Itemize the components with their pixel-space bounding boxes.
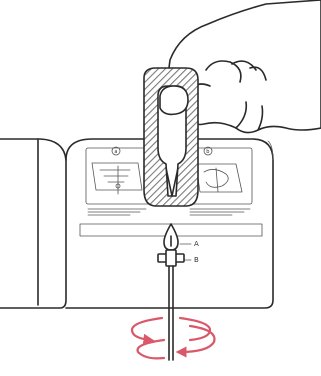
cartridge-holder-icon xyxy=(144,68,198,206)
panel-a-marker: a xyxy=(114,149,117,155)
panel-b-marker: b xyxy=(206,149,209,155)
swab-icon xyxy=(158,250,184,360)
label-b: B xyxy=(194,256,199,264)
tip-drop-icon xyxy=(164,224,178,250)
pouch-left-flap xyxy=(0,139,66,308)
label-a: A xyxy=(194,240,199,248)
panel-a: a xyxy=(86,147,152,215)
